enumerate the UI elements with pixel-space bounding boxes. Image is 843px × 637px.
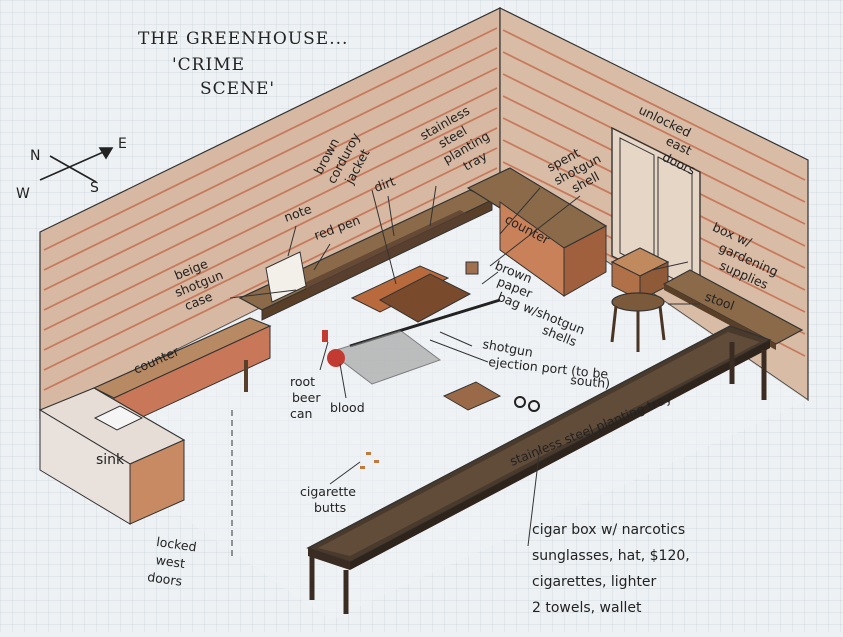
label-cigar-4: 2 towels, wallet (532, 600, 642, 616)
label-can-3: can (290, 406, 312, 421)
title-line2: 'CRIME (172, 55, 245, 75)
compass-arrow-icon (98, 147, 114, 160)
blood-spot (327, 349, 345, 367)
paper-bag-object (465, 261, 479, 275)
label-cigarette-butts: cigarette butts (300, 484, 356, 515)
label-sink: sink (96, 452, 125, 468)
stool (610, 292, 666, 352)
label-can-2: beer (292, 390, 321, 405)
compass (39, 147, 114, 183)
gardening-box (610, 247, 670, 301)
leader-lines (229, 185, 700, 547)
label-dirt: dirt (372, 173, 397, 194)
label-brown-corduroy-jacket: brown corduroy jacket (311, 130, 373, 188)
label-butts-1: cigarette (300, 484, 356, 499)
compass-s: S (90, 180, 99, 196)
label-cigar-3: cigarettes, lighter (532, 574, 657, 590)
compass-we-line (39, 149, 109, 181)
body-outline (328, 329, 442, 385)
note-paper (265, 251, 307, 303)
left-wall (39, 7, 501, 419)
label-can-1: root (290, 374, 315, 389)
title-line3: SCENE' (200, 79, 275, 99)
label-west-2: west (155, 552, 186, 571)
front-planting-tray (306, 325, 772, 614)
label-west-3: doors (146, 569, 183, 589)
label-cigar-2: sunglasses, hat, $120, (532, 548, 690, 564)
cigar-box-items (442, 381, 540, 412)
label-west-1: locked (155, 534, 197, 554)
label-butts-2: butts (314, 500, 346, 515)
label-locked-west-doors: locked west doors (146, 534, 197, 589)
label-cigar-box: cigar box w/ narcotics sunglasses, hat, … (532, 522, 690, 616)
compass-n: N (30, 148, 40, 164)
label-ejection-port-2: south) (570, 372, 611, 391)
title-line1: THE GREENHOUSE... (138, 29, 348, 49)
label-blood: blood (330, 400, 365, 415)
jacket (378, 273, 472, 323)
label-cigar-1: cigar box w/ narcotics (532, 522, 685, 538)
compass-ns-line (49, 155, 97, 183)
left-counter (38, 317, 272, 525)
label-root-beer-can: root beer can (290, 374, 321, 421)
root-beer-can-object (322, 330, 328, 342)
compass-w: W (16, 186, 30, 202)
compass-e: E (118, 136, 127, 152)
right-back-counter (466, 167, 608, 297)
cigarette-butts-objects (360, 452, 379, 469)
